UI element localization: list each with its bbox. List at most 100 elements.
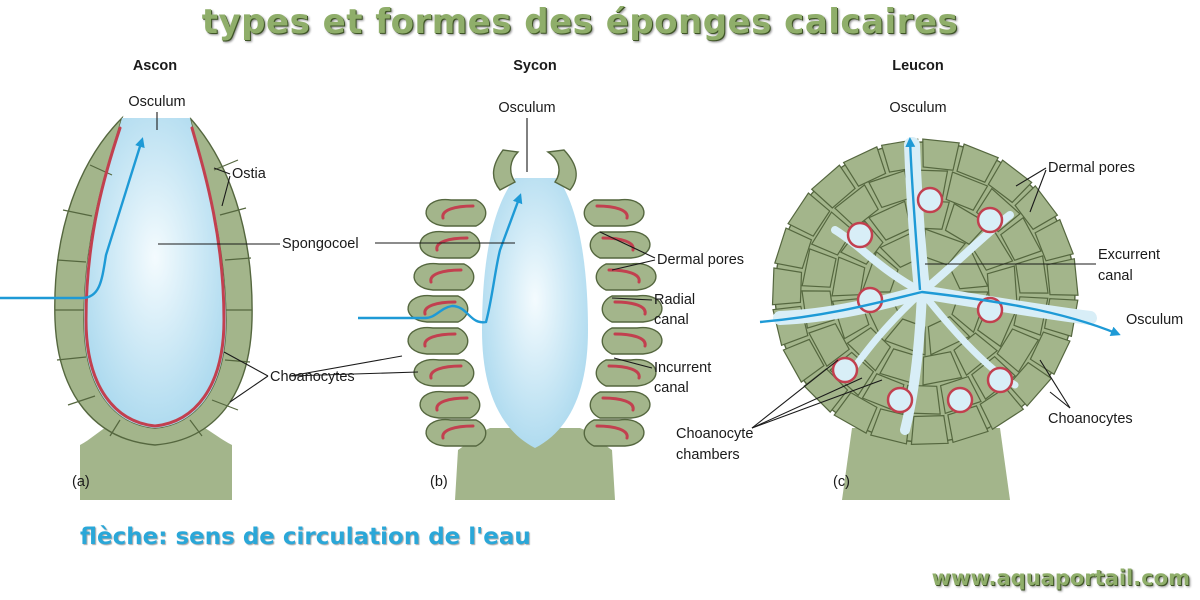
sycon-radial-canal-label-2: canal	[654, 312, 689, 328]
page-title: types et formes des éponges calcaires	[201, 2, 959, 42]
sycon-dermal-pores-label: Dermal pores	[657, 252, 744, 268]
sycon-spongocoel	[482, 178, 588, 448]
leucon-heading: Leucon	[892, 58, 944, 74]
leucon-cell	[922, 138, 960, 171]
leucon-cell	[1000, 216, 1042, 262]
sycon-fold-choanocytes-left	[435, 236, 469, 252]
ascon-choanocytes-label: Choanocytes	[270, 369, 355, 385]
sycon-water-flow-arrow	[358, 193, 523, 324]
leucon-chamber	[886, 386, 914, 414]
ascon-cell-divisions	[55, 159, 252, 437]
leucon-cell	[1034, 218, 1075, 262]
leucon-cell	[996, 328, 1040, 373]
leucon-cell	[922, 351, 963, 386]
flow-caption: flèche: sens de circulation de l'eau	[80, 524, 531, 550]
ascon-choanocyte-lining	[84, 126, 226, 428]
sycon-fold-choanocytes-left	[441, 424, 475, 440]
leucon-cell	[1046, 257, 1079, 296]
ascon-water-flow-arrow	[0, 137, 145, 300]
leucon-cell	[774, 227, 813, 270]
sycon-fold-right	[583, 419, 645, 447]
sycon-heading: Sycon	[513, 58, 557, 74]
leucon-cell	[868, 200, 912, 241]
leucon-cell-mass	[771, 138, 1079, 446]
sycon-fold-right	[601, 295, 663, 323]
ascon-spongocoel-label: Spongocoel	[282, 236, 359, 252]
leucon-cell	[771, 267, 803, 306]
leucon-chamber	[846, 221, 874, 249]
sycon-fold-choanocytes-left	[435, 396, 469, 412]
leucon-cell	[833, 183, 879, 229]
sycon-base	[455, 428, 615, 500]
leucon-cell	[842, 145, 887, 187]
sycon-fold-right	[589, 391, 651, 419]
leucon-chamber	[831, 356, 859, 384]
sycon-fold-choanocytes-right	[607, 364, 641, 380]
leucon-cell	[1007, 361, 1053, 407]
leucon-flow-arrow-right	[759, 290, 1121, 336]
sycon-fold-left	[419, 231, 481, 259]
sycon-fold-left	[419, 391, 481, 419]
sycon-fold-right	[583, 199, 645, 227]
leucon-cell	[831, 256, 866, 297]
leucon-osculum-right-label: Osculum	[1126, 312, 1183, 328]
sycon-fold-choanocytes-right	[613, 300, 647, 316]
leucon-flow-arrow-up	[905, 137, 922, 291]
leucon-cell	[945, 171, 989, 211]
leucon-chamber	[916, 186, 944, 214]
leucon-diagram: Leucon Osculum Dermal pores Excurrent ca…	[676, 58, 1183, 500]
sycon-osculum-label: Osculum	[498, 100, 555, 116]
leucon-cell	[927, 315, 971, 356]
sycon-radial-folds	[407, 199, 663, 447]
leucon-cell	[956, 143, 1000, 183]
ascon-base	[80, 425, 232, 500]
leucon-panel-letter: (c)	[833, 474, 850, 490]
ascon-ostia-label: Ostia	[232, 166, 267, 182]
leucon-cell	[1029, 331, 1071, 376]
leucon-choanocyte-chambers-label-1: Choanocyte	[676, 426, 753, 442]
leucon-chamber	[856, 286, 884, 314]
sycon-fold-choanocytes-left	[441, 204, 475, 220]
leucon-choanocytes-label: Choanocytes	[1048, 411, 1133, 427]
leucon-excurrent-canal-label-2: canal	[1098, 268, 1133, 284]
leucon-cell	[787, 192, 831, 237]
sycon-incurrent-canal-label-1: Incurrent	[654, 360, 711, 376]
sycon-fold-left	[425, 199, 487, 227]
sycon-fold-left	[425, 419, 487, 447]
sycon-fold-left	[407, 327, 469, 355]
sycon-fold-left	[413, 359, 475, 387]
leucon-osculum-top-label: Osculum	[889, 100, 946, 116]
ascon-panel-letter: (a)	[72, 474, 90, 490]
sycon-fold-choanocytes-left	[423, 300, 457, 316]
ascon-heading: Ascon	[133, 58, 177, 74]
leucon-dermal-pores-label: Dermal pores	[1048, 160, 1135, 176]
sycon-fold-right	[601, 327, 663, 355]
sycon-fold-choanocytes-right	[595, 424, 629, 440]
leucon-cell	[810, 164, 856, 209]
leucon-chamber	[976, 296, 1004, 324]
leucon-choanocyte-chambers-label-2: chambers	[676, 447, 740, 463]
sycon-fold-left	[413, 263, 475, 291]
sycon-fold-choanocytes-left	[429, 268, 463, 284]
sycon-fold-choanocytes-right	[613, 332, 647, 348]
leucon-excurrent-canal-label-1: Excurrent	[1098, 247, 1160, 263]
sycon-fold-right	[589, 231, 651, 259]
ascon-diagram: Ascon Osculum Ostia Spongocoel Choanoc	[0, 58, 359, 500]
ascon-spongocoel	[84, 118, 226, 428]
leucon-cell	[808, 322, 850, 368]
leucon-cell	[833, 391, 878, 435]
sycon-diagram: Sycon Osculum Dermal pores Radial canal …	[289, 58, 744, 500]
sycon-osculum-lip-right	[546, 149, 577, 191]
leucon-base	[842, 428, 1010, 500]
sycon-fold-choanocytes-right	[595, 204, 629, 220]
leucon-chamber	[946, 386, 974, 414]
leucon-cell	[782, 338, 825, 383]
leucon-choanocyte-chambers	[831, 186, 1014, 414]
leucon-cell	[987, 159, 1033, 204]
sycon-osculum-lip-left	[492, 149, 520, 191]
leucon-cell	[869, 408, 911, 445]
leucon-cell	[1015, 255, 1049, 294]
sycon-fold-choanocytes-right	[601, 396, 635, 412]
sycon-panel-letter: (b)	[430, 474, 448, 490]
